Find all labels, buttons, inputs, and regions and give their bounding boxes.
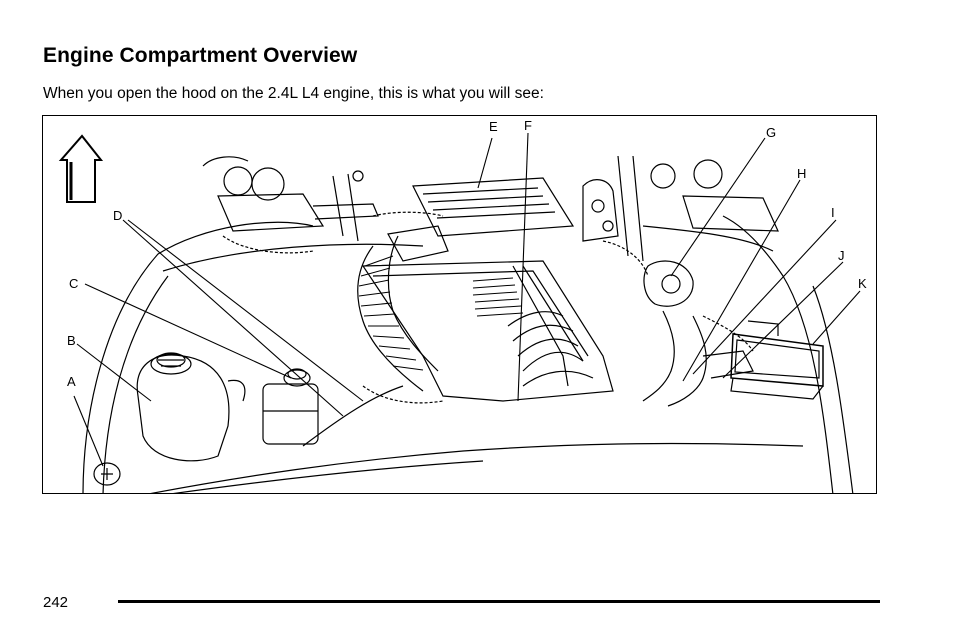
callout-k: K xyxy=(858,276,867,291)
callout-b: B xyxy=(67,333,76,348)
engine-compartment-figure: A B C D E F G H I J K xyxy=(42,115,877,494)
page-number: 242 xyxy=(43,594,69,611)
front-direction-arrow-icon xyxy=(58,134,104,203)
intro-text: When you open the hood on the 2.4L L4 en… xyxy=(43,85,544,102)
callout-j: J xyxy=(838,248,845,263)
callout-a: A xyxy=(67,374,76,389)
callout-h: H xyxy=(797,166,806,181)
callout-i: I xyxy=(831,205,835,220)
callout-f: F xyxy=(524,118,532,133)
callout-d: D xyxy=(113,208,122,223)
callout-c: C xyxy=(69,276,78,291)
callout-g: G xyxy=(766,125,776,140)
page-title: Engine Compartment Overview xyxy=(43,44,358,67)
engine-illustration: A B C D E F G H I J K xyxy=(58,118,867,493)
footer-rule xyxy=(118,600,880,603)
callout-e: E xyxy=(489,119,498,134)
